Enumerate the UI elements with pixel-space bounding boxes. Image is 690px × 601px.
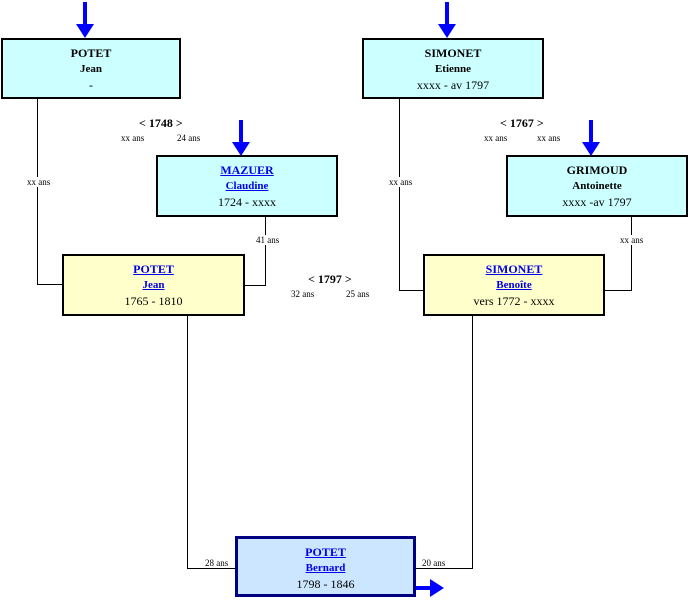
- marriage-age-wife: 25 ans: [346, 289, 370, 299]
- age-label: xx ans: [620, 235, 644, 245]
- connector-line: [472, 314, 473, 569]
- connector-line: [37, 99, 38, 285]
- connector-line: [414, 568, 473, 569]
- person-card-simonet-benoite: SIMONET Benoîte vers 1772 - xxxx: [423, 254, 605, 316]
- marriage-age-husband: xx ans: [121, 133, 145, 143]
- connector-line: [399, 290, 424, 291]
- person-dates: xxxx - av 1797: [416, 78, 490, 92]
- marriage-age-wife: xx ans: [537, 133, 561, 143]
- age-label: 28 ans: [205, 558, 229, 568]
- person-dates: 1724 - xxxx: [218, 195, 276, 209]
- person-card-potet-bernard: POTET Bernard 1798 - 1846: [235, 536, 416, 597]
- person-given-name: Etienne: [434, 63, 472, 75]
- person-given-name: Antoinette: [572, 180, 622, 192]
- marriage-year: < 1767 >: [500, 116, 544, 130]
- person-given-name-link[interactable]: Claudine: [225, 180, 269, 192]
- marriage-age-husband: 32 ans: [291, 289, 315, 299]
- connector-line: [265, 216, 266, 286]
- down-arrow-icon[interactable]: [76, 2, 94, 38]
- person-dates: 1765 - 1810: [124, 294, 183, 308]
- age-label: 41 ans: [256, 235, 280, 245]
- right-arrow-icon[interactable]: [414, 579, 444, 597]
- connector-line: [631, 216, 632, 291]
- down-arrow-icon[interactable]: [582, 120, 600, 156]
- person-surname-link[interactable]: POTET: [305, 545, 346, 559]
- connector-line: [37, 284, 63, 285]
- connector-line: [187, 314, 188, 569]
- person-surname: POTET: [70, 46, 112, 60]
- person-dates: 1798 - 1846: [296, 577, 355, 591]
- age-label: 20 ans: [422, 558, 446, 568]
- down-arrow-icon[interactable]: [438, 2, 456, 38]
- connector-line: [244, 285, 266, 286]
- person-card-grimoud-antoinette: GRIMOUD Antoinette xxxx -av 1797: [506, 155, 688, 217]
- marriage-year: < 1797 >: [308, 272, 352, 286]
- person-given-name-link[interactable]: Benoîte: [496, 279, 532, 291]
- age-label: xx ans: [389, 177, 413, 187]
- person-surname-link[interactable]: POTET: [133, 262, 174, 276]
- down-arrow-icon[interactable]: [232, 120, 250, 156]
- person-surname-link[interactable]: MAZUER: [220, 163, 274, 177]
- person-surname: GRIMOUD: [566, 163, 628, 177]
- connector-line: [187, 568, 237, 569]
- connector-line: [399, 99, 400, 291]
- person-surname: SIMONET: [424, 46, 482, 60]
- person-given-name: Jean: [80, 63, 102, 75]
- person-card-potet-jean-father: POTET Jean 1765 - 1810: [62, 254, 245, 316]
- connector-line: [605, 290, 632, 291]
- marriage-age-husband: xx ans: [484, 133, 508, 143]
- age-label: xx ans: [27, 177, 51, 187]
- person-dates: -: [89, 78, 93, 92]
- marriage-year: < 1748 >: [139, 116, 183, 130]
- person-surname-link[interactable]: SIMONET: [485, 262, 543, 276]
- person-dates: xxxx -av 1797: [562, 195, 632, 209]
- person-card-mazuer-claudine: MAZUER Claudine 1724 - xxxx: [156, 155, 338, 217]
- person-given-name-link[interactable]: Bernard: [305, 562, 346, 574]
- marriage-age-wife: 24 ans: [177, 133, 201, 143]
- person-given-name-link[interactable]: Jean: [142, 279, 165, 291]
- person-card-simonet-etienne: SIMONET Etienne xxxx - av 1797: [362, 38, 544, 99]
- person-dates: vers 1772 - xxxx: [473, 294, 555, 308]
- person-card-potet-jean-grandfather: POTET Jean -: [1, 38, 181, 99]
